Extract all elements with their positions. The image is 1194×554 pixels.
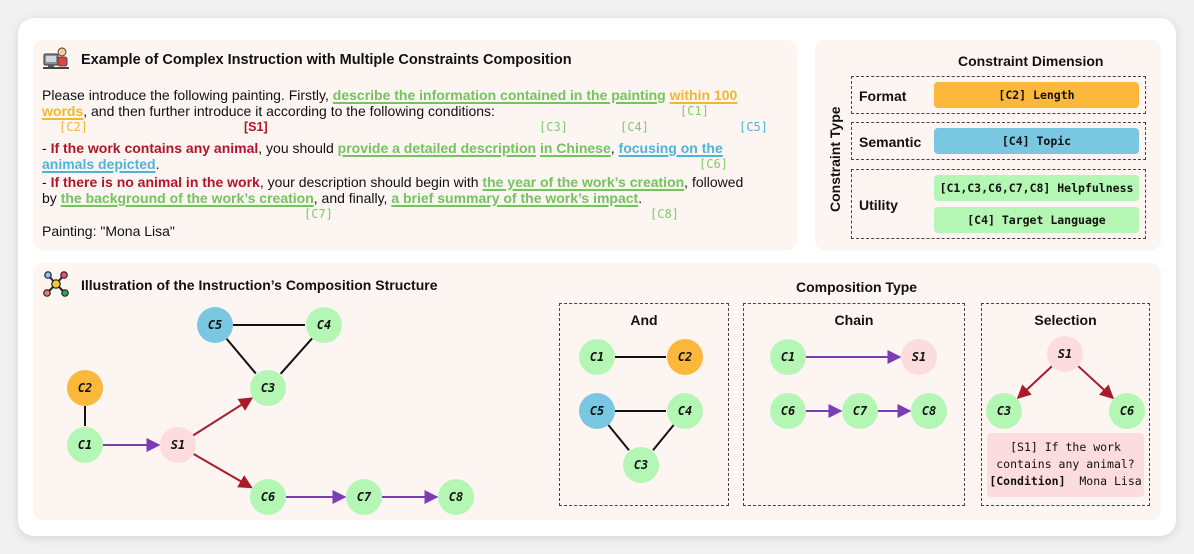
condition-s1-text: If the work contains any animal [50,140,259,156]
tag-c7: [C7] [304,207,333,221]
tag-c6: [C6] [699,157,728,171]
text-segment: , and then further introduce it accordin… [83,103,495,119]
chain-box-title: Chain [834,312,874,328]
and-box [559,303,729,506]
text-segment: - [42,140,51,156]
utility-pill-helpfulness: [C1,C3,C6,C7,C8] Helpfulness [934,175,1139,201]
text-segment: , and finally, [313,190,392,206]
structure-title: Illustration of the Instruction’s Compos… [81,277,438,293]
constraint-c7-text: the background of the work’s creation [60,190,314,206]
constraint-c3-text: provide a detailed description [337,140,537,156]
constraint-c5-text: focusing on the [618,140,723,156]
condition-question-line2: contains any animal? [996,457,1135,471]
selection-box [981,303,1150,506]
tag-c5: [C5] [739,120,768,134]
tag-c8: [C8] [650,207,679,221]
example-title: Example of Complex Instruction with Mult… [81,52,572,68]
text-segment: . [638,190,643,206]
constraint-c2-text-cont: words [42,103,84,119]
tag-c2: [C2] [59,120,88,134]
text-segment: , followed [684,174,744,190]
format-label: Format [859,88,907,104]
painting-line: Painting: "Mona Lisa" [42,223,175,239]
network-graph-icon [43,271,69,297]
condition-value: Mona Lisa [1079,474,1142,488]
utility-row [851,169,1146,239]
constraint-dimension-panel: Constraint Dimension Constraint Type For… [815,40,1161,250]
constraint-type-axis-label: Constraint Type [827,106,843,212]
constraint-c2-text: within 100 [669,87,738,103]
text-segment: - [42,174,51,190]
composition-type-title: Composition Type [796,279,918,295]
constraint-c5-text-cont: animals depicted [42,156,156,172]
tag-s1: [S1] [244,120,268,134]
format-pill-length: [C2] Length [934,82,1139,108]
selection-box-title: Selection [1034,312,1097,328]
constraint-c8-text: a brief summary of the work’s impact [391,190,639,206]
person-at-computer-icon [43,47,69,69]
condition-s1-negated-text: If there is no animal in the work [50,174,260,190]
constraint-c6-text: the year of the work’s creation [482,174,685,190]
constraint-c4-text: in Chinese [539,140,611,156]
constraint-c1-text: describe the information contained in th… [332,87,666,103]
tag-c1: [C1] [680,104,709,118]
condition-row: [Condition] Mona Lisa [987,473,1144,490]
text-segment: , your description should begin with [259,174,483,190]
text-segment: . [155,156,160,172]
text-segment: , [610,140,619,156]
semantic-pill-topic: [C4] Topic [934,128,1139,154]
dimension-title: Constraint Dimension [958,53,1104,69]
chain-box [743,303,965,506]
condition-label: [Condition] [989,474,1066,488]
example-panel: Example of Complex Instruction with Mult… [33,40,797,250]
utility-pill-target-language: [C4] Target Language [934,207,1139,233]
and-box-title: And [630,312,658,328]
semantic-label: Semantic [859,134,922,150]
condition-question-line1: [S1] If the work [1010,440,1121,454]
format-row [851,76,1146,114]
tag-c3: [C3] [539,120,568,134]
utility-label: Utility [859,197,898,213]
tag-c4: [C4] [620,120,649,134]
text-segment: Please introduce the following painting.… [42,87,333,103]
text-segment: , you should [258,140,338,156]
condition-box: [S1] If the work contains any animal? [C… [987,433,1144,497]
text-segment: by [42,190,61,206]
semantic-row [851,122,1146,160]
